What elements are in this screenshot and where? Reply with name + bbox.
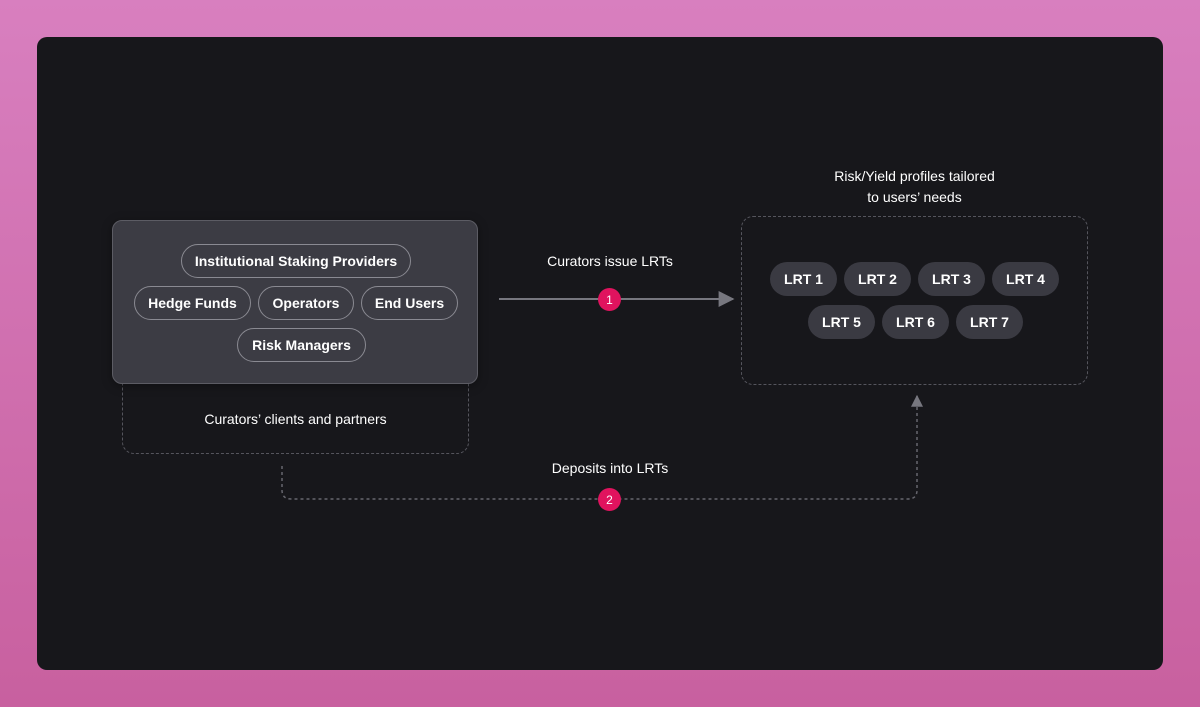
lrt-heading-line2: to users’ needs: [867, 189, 962, 205]
lrt-pill-3: LRT 3: [918, 262, 985, 296]
pill-operators: Operators: [258, 286, 354, 320]
lrt-pill-2: LRT 2: [844, 262, 911, 296]
lrt-box: [741, 216, 1088, 385]
pill-risk-managers: Risk Managers: [237, 328, 366, 362]
lrt-pill-5: LRT 5: [808, 305, 875, 339]
lrt-pill-7: LRT 7: [956, 305, 1023, 339]
lrt-heading-line1: Risk/Yield profiles tailored: [834, 168, 995, 184]
lrt-pill-6: LRT 6: [882, 305, 949, 339]
clients-caption: Curators’ clients and partners: [204, 411, 387, 427]
deposit-label: Deposits into LRTs: [551, 460, 669, 476]
step-1-badge: 1: [598, 288, 621, 311]
issue-label: Curators issue LRTs: [547, 253, 673, 269]
clients-outline: [122, 365, 469, 454]
pill-hedge-funds: Hedge Funds: [134, 286, 251, 320]
pill-end-users: End Users: [361, 286, 458, 320]
lrt-pill-1: LRT 1: [770, 262, 837, 296]
pill-institutional-staking-providers: Institutional Staking Providers: [181, 244, 411, 278]
step-2-badge: 2: [598, 488, 621, 511]
clients-box: Institutional Staking Providers Hedge Fu…: [112, 220, 478, 384]
lrt-pill-4: LRT 4: [992, 262, 1059, 296]
